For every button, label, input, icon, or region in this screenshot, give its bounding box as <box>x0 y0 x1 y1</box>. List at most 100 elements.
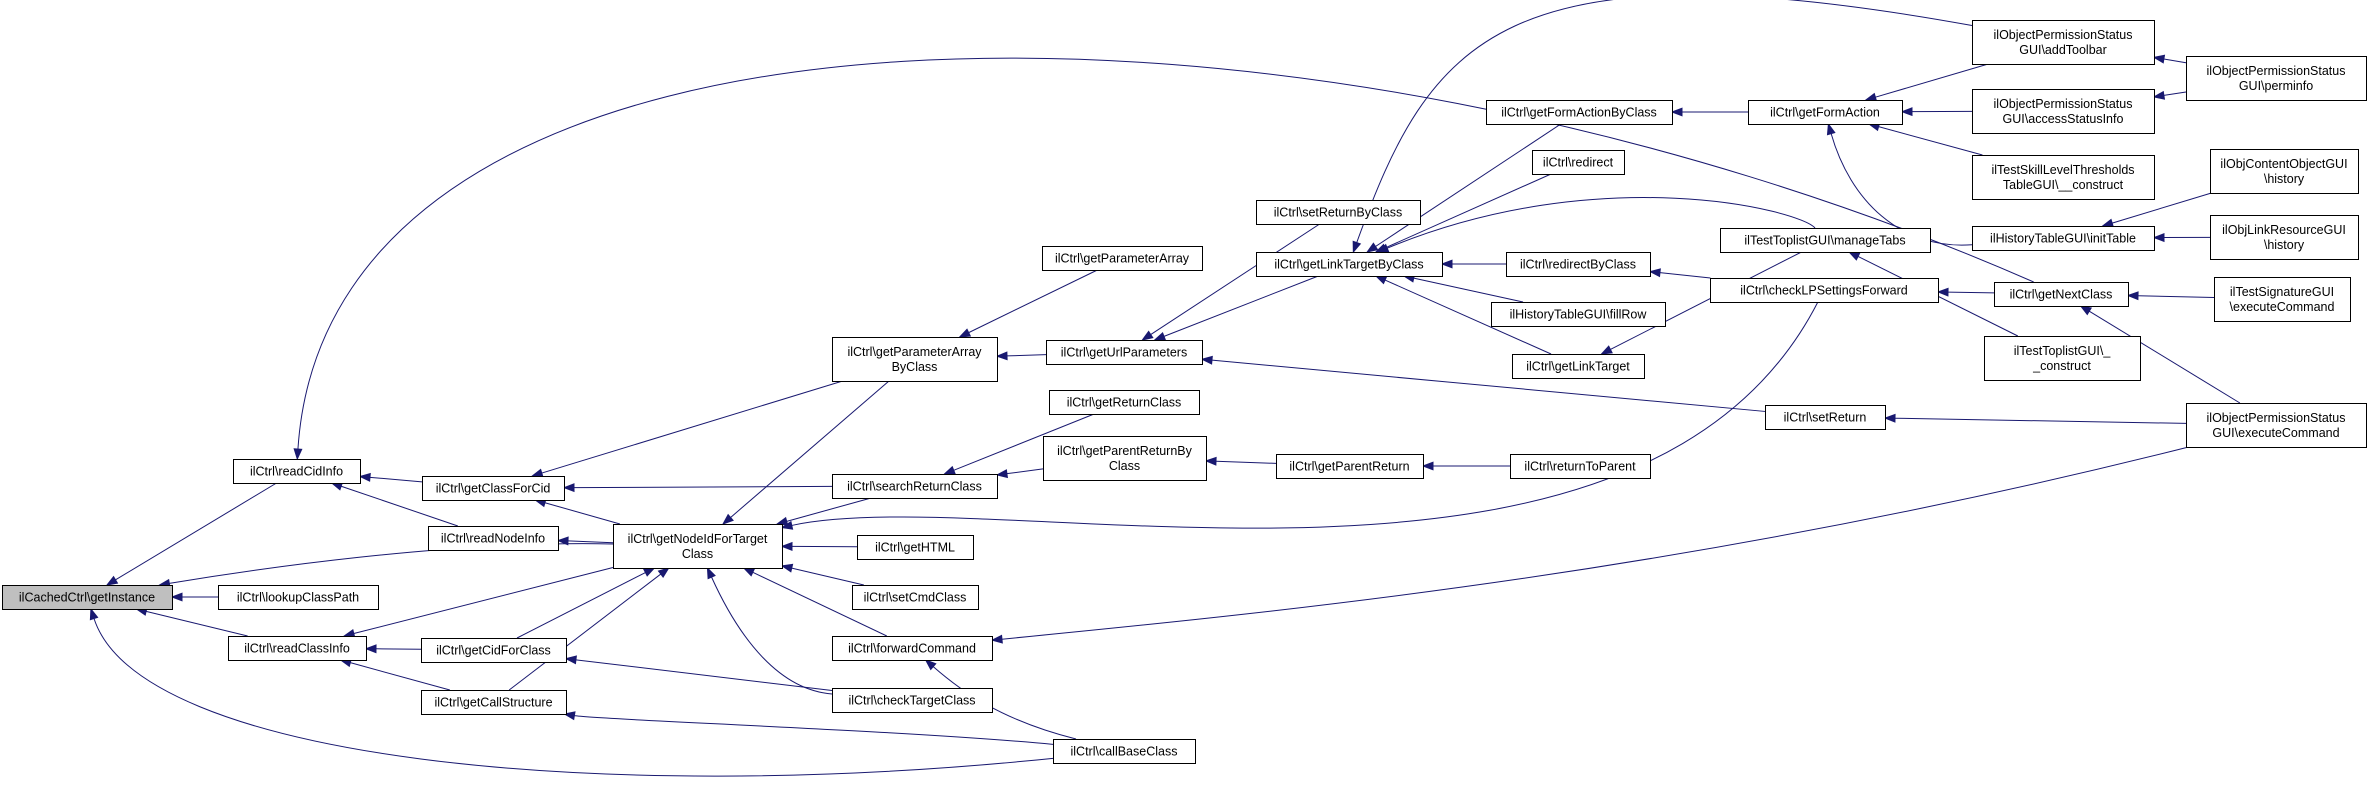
node-box[interactable] <box>832 337 998 382</box>
node-box[interactable] <box>233 459 361 484</box>
graph-node[interactable]: ilHistoryTableGUI\initTable <box>1972 226 2155 251</box>
node-box[interactable] <box>1532 150 1625 175</box>
graph-node[interactable]: ilCtrl\setReturn <box>1765 405 1886 430</box>
node-box[interactable] <box>1506 252 1651 277</box>
node-box[interactable] <box>2214 277 2351 322</box>
node-box[interactable] <box>422 476 565 501</box>
node-box[interactable] <box>1491 302 1666 327</box>
node-box[interactable] <box>1043 436 1207 481</box>
node-box[interactable] <box>832 688 993 713</box>
graph-node[interactable]: ilCtrl\readNodeInfo <box>428 526 559 551</box>
graph-node[interactable]: ilTestSkillLevelThresholdsTableGUI\__con… <box>1972 155 2155 200</box>
graph-node[interactable]: ilObjContentObjectGUI\history <box>2210 149 2359 194</box>
graph-node[interactable]: ilCtrl\getFormActionByClass <box>1486 100 1673 125</box>
node-box[interactable] <box>832 474 998 499</box>
node-box[interactable] <box>1972 20 2155 65</box>
graph-node[interactable]: ilCtrl\getClassForCid <box>422 476 565 501</box>
edge-n17-n10 <box>995 351 1047 361</box>
node-box[interactable] <box>421 638 567 663</box>
graph-node[interactable]: ilTestToplistGUI\manageTabs <box>1720 228 1931 253</box>
node-box[interactable] <box>1994 282 2129 307</box>
graph-node[interactable]: ilObjLinkResourceGUI\history <box>2210 215 2359 260</box>
graph-node[interactable]: ilCtrl\getNextClass <box>1994 282 2129 307</box>
node-box[interactable] <box>1512 354 1645 379</box>
node-box[interactable] <box>218 585 379 610</box>
node-box[interactable] <box>1972 89 2155 134</box>
graph-node[interactable]: ilCtrl\setReturnByClass <box>1256 200 1421 225</box>
node-box[interactable] <box>1046 340 1203 365</box>
node-box[interactable] <box>2210 149 2359 194</box>
graph-node[interactable]: ilCtrl\getReturnClass <box>1049 390 1200 415</box>
arrow-head <box>1900 107 1913 117</box>
node-label: ilCtrl\getLinkTarget <box>1526 360 1630 374</box>
node-box[interactable] <box>2186 56 2367 101</box>
node-box[interactable] <box>1984 336 2141 381</box>
graph-node[interactable]: ilCtrl\getFormAction <box>1748 100 1903 125</box>
node-box[interactable] <box>1972 226 2155 251</box>
edge-line <box>1211 359 1766 412</box>
graph-node[interactable]: ilCtrl\getParentReturn <box>1276 454 1424 479</box>
graph-node[interactable]: ilCtrl\lookupClassPath <box>218 585 379 610</box>
graph-node[interactable]: ilCtrl\getUrlParameters <box>1046 340 1203 365</box>
node-box[interactable] <box>228 636 367 661</box>
graph-node[interactable]: ilCtrl\searchReturnClass <box>832 474 998 499</box>
node-box[interactable] <box>1972 155 2155 200</box>
graph-node[interactable]: ilCtrl\getHTML <box>857 535 974 560</box>
node-box[interactable] <box>2186 403 2367 448</box>
node-box[interactable] <box>1276 454 1424 479</box>
graph-node[interactable]: ilCtrl\getLinkTarget <box>1512 354 1645 379</box>
node-box[interactable] <box>613 524 783 569</box>
node-box[interactable] <box>1049 390 1200 415</box>
graph-node[interactable]: ilCtrl\setCmdClass <box>852 585 979 610</box>
root-node-box[interactable] <box>2 585 173 610</box>
node-box[interactable] <box>1256 252 1443 277</box>
node-box[interactable] <box>1256 200 1421 225</box>
edge-n12-n4 <box>780 541 858 551</box>
node-box[interactable] <box>421 690 567 715</box>
node-box[interactable] <box>1510 454 1651 479</box>
node-box[interactable] <box>857 535 974 560</box>
node-box[interactable] <box>1765 405 1886 430</box>
node-box[interactable] <box>2210 215 2359 260</box>
graph-node[interactable]: ilCachedCtrl\getInstance <box>2 585 173 610</box>
graph-node[interactable]: ilCtrl\getCallStructure <box>421 690 567 715</box>
node-box[interactable] <box>832 636 993 661</box>
graph-node[interactable]: ilTestToplistGUI\__construct <box>1984 336 2141 381</box>
graph-node[interactable]: ilCtrl\readClassInfo <box>228 636 367 661</box>
arrow-head <box>562 483 575 493</box>
graph-node[interactable]: ilCtrl\getCidForClass <box>421 638 567 663</box>
node-label: ilCtrl\getFormAction <box>1770 106 1880 120</box>
edge-line <box>2088 310 2241 404</box>
node-box[interactable] <box>1748 100 1903 125</box>
graph-node[interactable]: ilTestSignatureGUI\executeCommand <box>2214 277 2351 322</box>
edge-line <box>353 567 614 635</box>
graph-node[interactable]: ilCtrl\checkLPSettingsForward <box>1710 278 1939 303</box>
arrow-head <box>990 634 1003 644</box>
graph-node[interactable]: ilCtrl\checkTargetClass <box>832 688 993 713</box>
node-box[interactable] <box>1486 100 1673 125</box>
node-box[interactable] <box>1042 246 1203 271</box>
node-box[interactable] <box>428 526 559 551</box>
graph-node[interactable]: ilObjectPermissionStatusGUI\executeComma… <box>2186 403 2367 448</box>
node-box[interactable] <box>1053 739 1196 764</box>
graph-node[interactable]: ilCtrl\getParameterArray <box>1042 246 1203 271</box>
graph-node[interactable]: ilCtrl\forwardCommand <box>832 636 993 661</box>
graph-node[interactable]: ilCtrl\redirect <box>1532 150 1625 175</box>
node-box[interactable] <box>1720 228 1931 253</box>
graph-node[interactable]: ilCtrl\getLinkTargetByClass <box>1256 252 1443 277</box>
node-box[interactable] <box>1710 278 1939 303</box>
graph-node[interactable]: ilCtrl\returnToParent <box>1510 454 1651 479</box>
graph-node[interactable]: ilCtrl\readCidInfo <box>233 459 361 484</box>
node-label: \history <box>2264 172 2305 186</box>
graph-node[interactable]: ilObjectPermissionStatusGUI\accessStatus… <box>1972 89 2155 134</box>
graph-node[interactable]: ilCtrl\callBaseClass <box>1053 739 1196 764</box>
graph-node[interactable]: ilHistoryTableGUI\fillRow <box>1491 302 1666 327</box>
graph-node[interactable]: ilCtrl\redirectByClass <box>1506 252 1651 277</box>
node-box[interactable] <box>852 585 979 610</box>
